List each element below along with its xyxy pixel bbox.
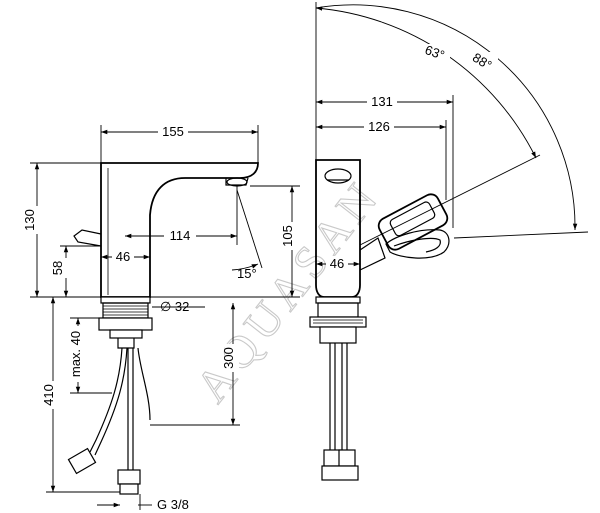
label-bg-155	[158, 124, 188, 138]
hose-left	[89, 347, 123, 453]
front-hose-right	[341, 343, 348, 450]
dim-label-max40: max. 40	[68, 331, 83, 377]
label-bg-105	[284, 222, 298, 250]
label-bg-63	[420, 44, 450, 60]
label-bg-58	[53, 258, 67, 278]
lever-handle-rotated	[385, 229, 450, 259]
fixing-washer	[109, 329, 143, 339]
label-bg-88	[468, 52, 498, 68]
label-bg-max40	[70, 326, 84, 382]
label-bg-46-side	[112, 249, 134, 263]
front-fitting-left	[323, 449, 341, 467]
angle-label-63: 63°	[423, 42, 447, 63]
angle-arc-15	[231, 263, 259, 271]
front-shank	[317, 302, 359, 318]
front-lever-connector	[359, 237, 386, 271]
base-plate	[100, 296, 151, 304]
fixing-rod	[117, 338, 135, 349]
dim-label-46-front: 46	[330, 256, 344, 271]
angle-arc-63	[315, 6, 537, 159]
label-bg-130	[24, 206, 38, 234]
faucet-body-outline	[100, 162, 259, 298]
side-lever	[73, 229, 102, 247]
hose-fitting-right	[117, 469, 141, 485]
front-hose-left	[329, 343, 336, 450]
angle-line-15	[236, 189, 263, 269]
dim-label-300: 300	[221, 347, 236, 369]
thread-lines	[103, 305, 148, 316]
front-fitting-right	[338, 449, 356, 467]
hose-curve	[137, 347, 151, 421]
dim-label-105: 105	[280, 225, 295, 247]
front-fixing-washer	[319, 326, 357, 344]
angle-ray-88	[453, 231, 589, 239]
front-view: 46 131 126 63° 88°	[309, 2, 589, 481]
angle-ray-63	[359, 154, 541, 246]
dim-label-g38: G 3/8	[157, 497, 189, 512]
dim-label-130: 130	[22, 209, 37, 231]
front-fitting-nuts	[321, 465, 359, 481]
dim-label-58: 58	[50, 261, 65, 275]
dim-label-155: 155	[162, 124, 184, 139]
side-view: 155 130 58 114 46 15° 105 ∅ 32	[22, 124, 300, 512]
threaded-shank	[102, 302, 149, 319]
label-bg-410	[45, 381, 59, 409]
front-aerator	[324, 168, 352, 184]
angle-label-15: 15°	[237, 266, 257, 281]
dim-label-126: 126	[368, 119, 390, 134]
hose-fitting-left	[67, 447, 97, 475]
dim-label-46-side: 46	[116, 249, 130, 264]
fixing-nut	[98, 317, 153, 331]
hose-fitting-nut	[119, 483, 139, 495]
lever-handle-rotated-inner	[393, 237, 441, 253]
dim-label-131: 131	[371, 94, 393, 109]
front-base-plate	[315, 296, 361, 304]
label-bg-300	[225, 344, 239, 372]
label-bg-114	[164, 228, 196, 242]
dim-label-diameter-32: ∅ 32	[160, 299, 189, 314]
front-nut-lines	[313, 319, 363, 324]
dim-label-410: 410	[41, 384, 56, 406]
hose-left-inner	[94, 347, 128, 456]
lever-handle	[377, 193, 449, 251]
front-fixing-nut	[309, 316, 367, 328]
label-bg-46-front	[326, 256, 348, 270]
dim-label-114: 114	[170, 228, 191, 243]
